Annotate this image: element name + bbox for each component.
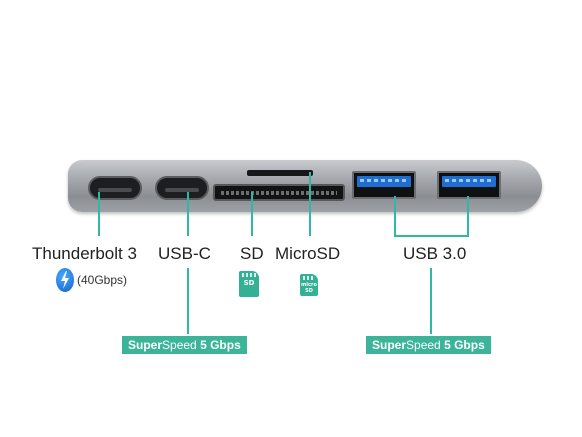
- thunderbolt-label: Thunderbolt 3: [32, 244, 137, 263]
- usb3-bracket-line: [394, 235, 469, 237]
- thunderbolt-icon: [56, 268, 74, 292]
- badge-rate: 5 Gbps: [444, 338, 485, 352]
- usb3-speed-line: [430, 268, 432, 334]
- superspeed-badge-usb3: SuperSpeed 5 Gbps: [366, 336, 491, 354]
- badge-rate: 5 Gbps: [200, 338, 241, 352]
- sd-leader-line: [251, 192, 253, 236]
- usb3-left-leader-line: [394, 196, 396, 236]
- thunderbolt-leader-line: [98, 192, 100, 236]
- thunderbolt-speed: (40Gbps): [77, 273, 128, 287]
- microsd-label: MicroSD: [275, 244, 341, 263]
- badge-word-speed: Speed: [406, 338, 441, 352]
- usbc-speed-line: [187, 268, 189, 334]
- superspeed-badge-usbc: SuperSpeed 5 Gbps: [122, 336, 247, 354]
- badge-word-super: Super: [372, 338, 407, 352]
- microsd-leader-line: [309, 172, 311, 236]
- usb-c-port: [155, 176, 209, 200]
- usb-a-port-1: [352, 171, 416, 199]
- usb3-right-leader-line: [467, 196, 469, 236]
- sd-label: SD: [240, 244, 264, 263]
- sd-card-icon: SD: [239, 271, 259, 297]
- microsd-card-slot: [247, 170, 313, 176]
- microsd-card-icon: micro SD: [300, 274, 318, 296]
- sd-card-slot: [213, 184, 345, 201]
- usbc-label: USB-C: [158, 244, 211, 263]
- usb-a-port-2: [437, 171, 501, 199]
- badge-word-speed: Speed: [162, 338, 197, 352]
- badge-word-super: Super: [128, 338, 163, 352]
- usbc-leader-line: [187, 192, 189, 236]
- thunderbolt-port: [88, 176, 142, 200]
- usb3-label: USB 3.0: [403, 244, 467, 263]
